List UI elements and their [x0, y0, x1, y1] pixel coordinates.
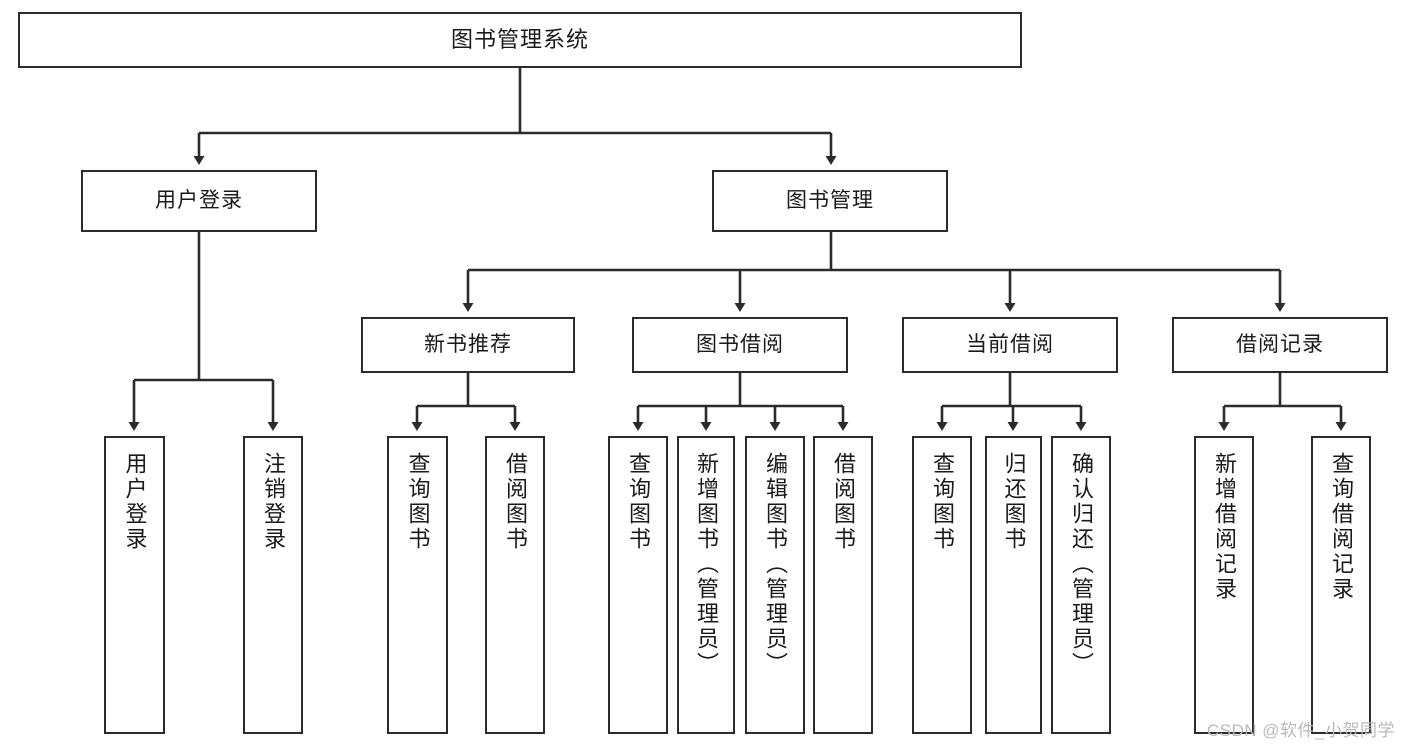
leaf-query-borrow-record[interactable]: 查询借阅记录 [1311, 436, 1371, 734]
node-label: 新书推荐 [424, 333, 512, 357]
node-book-borrow[interactable]: 图书借阅 [632, 317, 848, 373]
node-label: 用户登录 [155, 189, 243, 213]
node-label: 借阅记录 [1236, 333, 1324, 357]
node-label: 借阅图书 [503, 452, 528, 552]
leaf-return-book[interactable]: 归还图书 [985, 436, 1042, 734]
leaf-query-book-borrow[interactable]: 查询图书 [608, 436, 668, 734]
node-label: 新增图书（管理员） [694, 452, 719, 677]
node-label: 查询借阅记录 [1329, 452, 1354, 602]
node-borrow-record[interactable]: 借阅记录 [1172, 317, 1388, 373]
leaf-logout[interactable]: 注销登录 [243, 436, 303, 734]
leaf-borrow-book-recommend[interactable]: 借阅图书 [485, 436, 545, 734]
node-label: 查询图书 [626, 452, 651, 552]
leaf-query-book-current[interactable]: 查询图书 [912, 436, 972, 734]
node-label: 确认归还（管理员） [1069, 452, 1094, 677]
node-label: 图书管理系统 [450, 26, 589, 52]
node-current-borrow[interactable]: 当前借阅 [902, 317, 1118, 373]
leaf-add-borrow-record[interactable]: 新增借阅记录 [1194, 436, 1254, 734]
leaf-add-book-admin[interactable]: 新增图书（管理员） [677, 436, 735, 734]
leaf-borrow-book[interactable]: 借阅图书 [813, 436, 873, 734]
node-label: 查询图书 [405, 452, 431, 552]
leaf-query-book-recommend[interactable]: 查询图书 [387, 436, 448, 734]
node-user-login[interactable]: 用户登录 [81, 170, 317, 232]
node-label: 用户登录 [122, 452, 148, 552]
node-label: 归还图书 [1001, 452, 1027, 552]
node-label: 新增借阅记录 [1212, 452, 1237, 602]
leaf-user-login[interactable]: 用户登录 [104, 436, 165, 734]
node-new-book-recommend[interactable]: 新书推荐 [361, 317, 575, 373]
node-book-management[interactable]: 图书管理 [712, 170, 948, 232]
node-label: 图书管理 [786, 189, 874, 213]
node-label: 编辑图书（管理员） [763, 452, 788, 677]
leaf-confirm-return-admin[interactable]: 确认归还（管理员） [1051, 436, 1111, 734]
node-root-system[interactable]: 图书管理系统 [18, 12, 1022, 68]
node-label: 查询图书 [930, 452, 955, 552]
leaf-edit-book-admin[interactable]: 编辑图书（管理员） [745, 436, 805, 734]
node-label: 图书借阅 [696, 333, 784, 357]
node-label: 借阅图书 [831, 452, 856, 552]
node-label: 注销登录 [261, 452, 286, 552]
node-label: 当前借阅 [966, 333, 1054, 357]
watermark-text: CSDN @软件_小贺同学 [1206, 721, 1395, 740]
